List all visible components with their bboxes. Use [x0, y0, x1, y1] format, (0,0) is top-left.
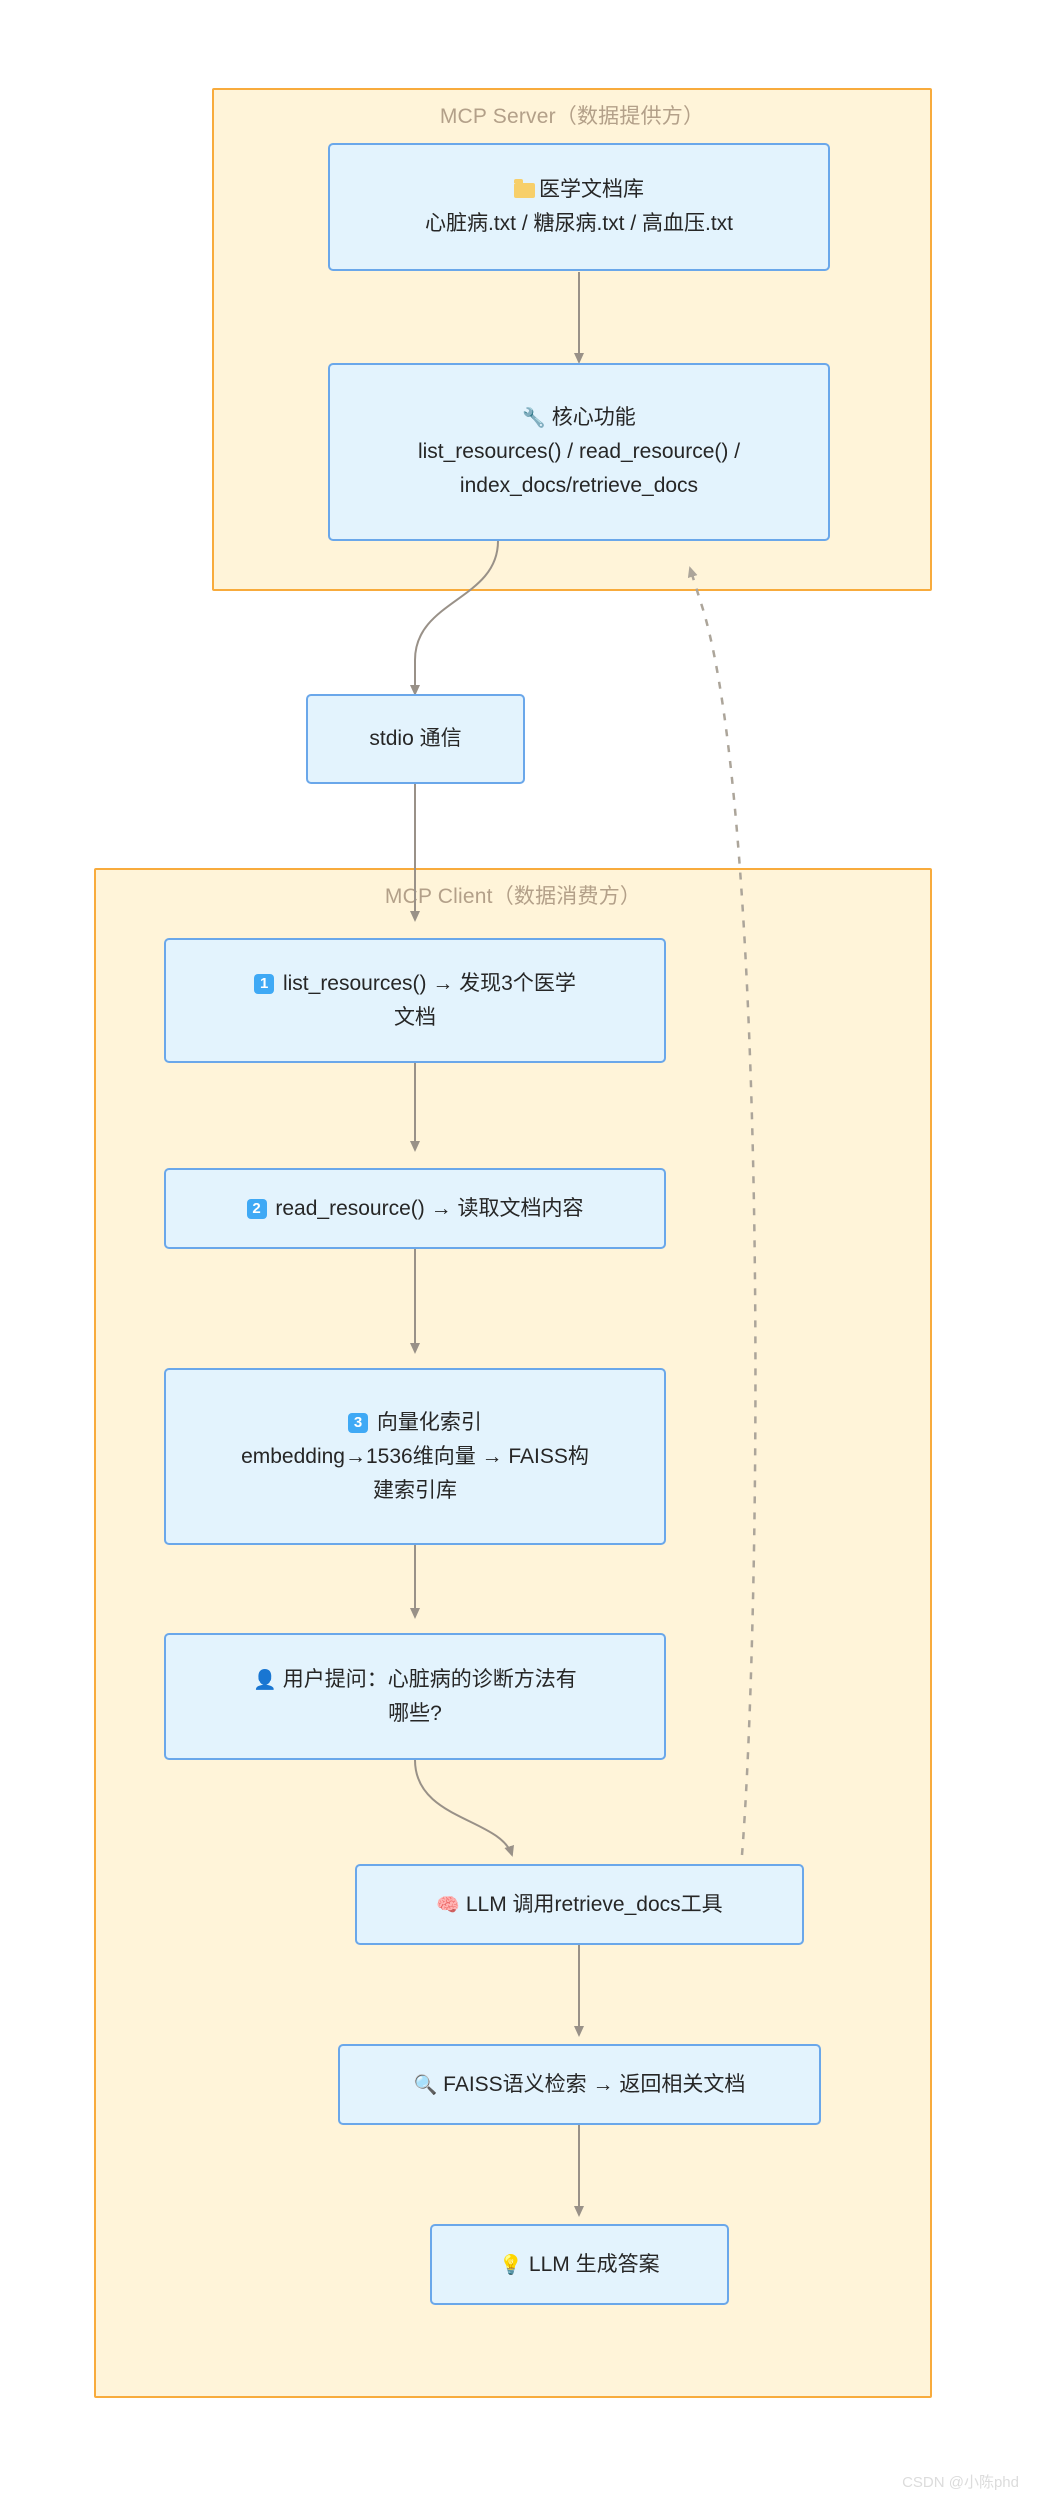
node-medical-doc-library-line1: 医学文档库 [539, 178, 644, 201]
watermark: CSDN @小陈phd [902, 2474, 1019, 2491]
step-number-badge: 1 [254, 973, 275, 994]
step-number-badge: 2 [246, 1198, 267, 1219]
node-step1-line2: 文档 [394, 1005, 436, 1029]
node-faiss-search[interactable]: 🔍 FAISS语义检索 → 返回相关文档 [338, 2044, 821, 2125]
node-step2-line1: read_resource() → 读取文档内容 [275, 1196, 584, 1220]
node-core-features-line1: 核心功能 [551, 406, 636, 429]
subgraph-mcp-client-title: MCP Client（数据消费方） [384, 885, 642, 908]
node-llm-call-tool[interactable]: 🧠 LLM 调用retrieve_docs工具 [355, 1864, 804, 1945]
node-step1-list-resources[interactable]: 1 list_resources() → 发现3个医学 文档 [164, 938, 666, 1063]
node-step3-line2: embedding→1536维向量 → FAISS构 [241, 1444, 589, 1468]
node-llm-answer-label: LLM 生成答案 [528, 2252, 660, 2276]
node-step3-vector-index[interactable]: 3 向量化索引 embedding→1536维向量 → FAISS构 建索引库 [164, 1368, 666, 1545]
node-faiss-search-label: FAISS语义检索 → 返回相关文档 [443, 2072, 746, 2096]
node-step3-line3: 建索引库 [373, 1478, 457, 1502]
node-llm-answer[interactable]: 💡 LLM 生成答案 [430, 2224, 729, 2305]
node-core-features[interactable]: 🔧 核心功能 list_resources() / read_resource(… [328, 363, 830, 541]
wrench-icon: 🔧 [522, 407, 546, 429]
node-llm-call-tool-label: LLM 调用retrieve_docs工具 [465, 1892, 723, 1916]
brain-icon: 🧠 [436, 1893, 461, 1916]
node-user-question[interactable]: 👤 用户提问：心脏病的诊断方法有 哪些? [164, 1633, 666, 1760]
node-medical-doc-library-line2: 心脏病.txt / 糖尿病.txt / 高血压.txt [424, 212, 734, 235]
folder-icon [514, 179, 535, 198]
subgraph-mcp-server-title: MCP Server（数据提供方） [439, 105, 705, 128]
node-stdio-transport-label: stdio 通信 [369, 727, 462, 750]
node-step2-read-resource[interactable]: 2 read_resource() → 读取文档内容 [164, 1168, 666, 1249]
node-user-question-line2: 哪些? [388, 1701, 442, 1725]
node-stdio-transport[interactable]: stdio 通信 [306, 694, 525, 784]
lightbulb-icon: 💡 [499, 2253, 524, 2276]
node-core-features-line3: index_docs/retrieve_docs [459, 474, 699, 497]
magnifier-icon: 🔍 [413, 2073, 438, 2096]
node-medical-doc-library[interactable]: 医学文档库 心脏病.txt / 糖尿病.txt / 高血压.txt [328, 143, 830, 271]
user-icon: 👤 [253, 1668, 277, 1691]
step-number-badge: 3 [348, 1412, 369, 1433]
node-step3-line1: 向量化索引 [376, 1410, 482, 1434]
node-core-features-line2: list_resources() / read_resource() / [417, 440, 741, 463]
node-step1-line1: list_resources() → 发现3个医学 [282, 971, 576, 995]
node-user-question-line1: 用户提问：心脏病的诊断方法有 [282, 1667, 577, 1691]
